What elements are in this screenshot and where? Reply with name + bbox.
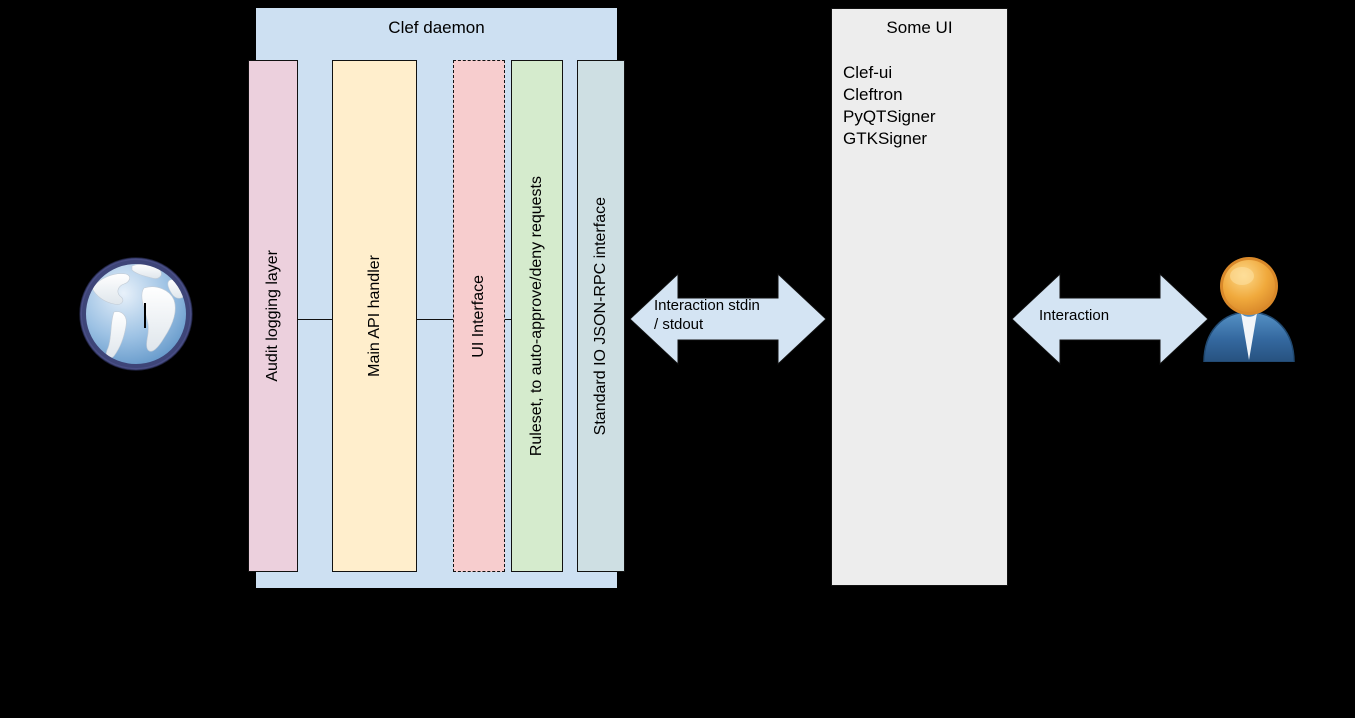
some-ui-list: Clef-ui Cleftron PyQTSigner GTKSigner (843, 62, 1003, 150)
list-item: Clef-ui (843, 63, 893, 82)
arrow-label-user: Interaction (1039, 307, 1110, 324)
some-ui-title: Some UI (886, 18, 953, 37)
box-audit-label: Audit logging layer (264, 250, 281, 382)
connector-audit-to-mainapi (298, 319, 332, 320)
globe-icon (74, 252, 198, 376)
box-stdio-label: Standard IO JSON-RPC interface (592, 196, 609, 436)
list-item: PyQTSigner (843, 107, 936, 126)
user-icon (1198, 250, 1300, 363)
double-arrow-icon-stdio (630, 272, 826, 366)
box-main-api-handler[interactable]: Main API handler (332, 60, 417, 572)
list-item: GTKSigner (843, 129, 928, 148)
list-item: Cleftron (843, 85, 903, 104)
box-uiinterface-label: UI Interface (470, 274, 487, 358)
box-standard-io-jsonrpc-interface[interactable]: Standard IO JSON-RPC interface (577, 60, 625, 572)
box-ruleset-label: Ruleset, to auto-approve/deny requests (528, 175, 545, 457)
some-ui-panel (831, 8, 1008, 586)
box-audit-logging-layer[interactable]: Audit logging layer (248, 60, 298, 572)
connector-uiinterface-to-ruleset (505, 319, 511, 320)
double-arrow-icon-user (1012, 272, 1208, 366)
clef-daemon-title: Clef daemon (388, 18, 485, 37)
arrow-label-stdio: Interaction stdin / stdout (654, 297, 760, 333)
box-ui-interface[interactable]: UI Interface (453, 60, 505, 572)
box-mainapi-label: Main API handler (365, 255, 383, 377)
connector-mainapi-to-uiinterface (417, 319, 453, 320)
box-ruleset[interactable]: Ruleset, to auto-approve/deny requests (511, 60, 563, 572)
